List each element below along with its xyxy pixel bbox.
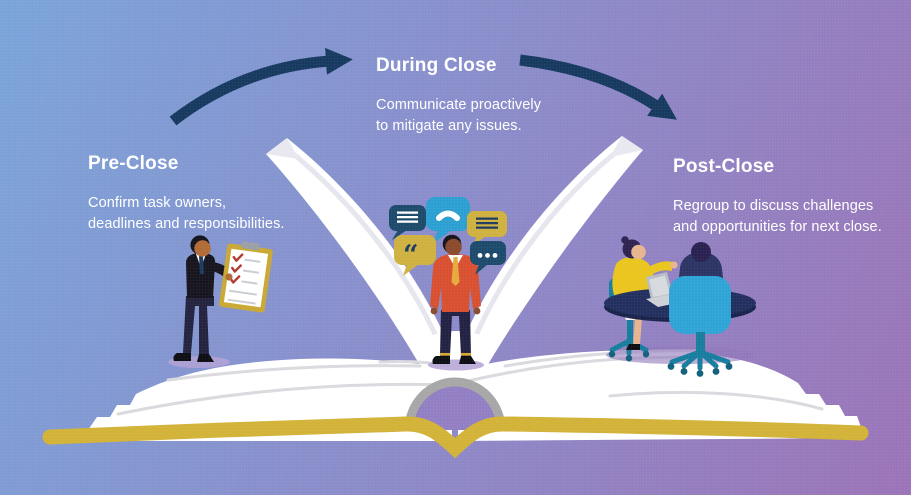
- face: [445, 238, 462, 256]
- speech-bubble-chat-lines-2: [467, 211, 507, 246]
- phase-post-close-description: Regroup to discuss challenges and opport…: [673, 198, 882, 235]
- bubble-tail: [475, 264, 488, 275]
- chair-wheels: [667, 363, 733, 377]
- hair: [691, 242, 711, 262]
- hand: [670, 261, 678, 269]
- chair-base: [669, 349, 731, 371]
- phase-during-close: During Close Communicate proactively to …: [376, 55, 596, 137]
- office-chair-right: [667, 276, 733, 377]
- hand: [225, 273, 233, 281]
- shoe: [626, 344, 640, 350]
- phase-post-close: Post-Close Regroup to discuss challenges…: [673, 156, 911, 238]
- chair-wheels: [608, 351, 650, 362]
- phone-icon: [436, 210, 460, 221]
- laptop-lid-face: [649, 275, 670, 297]
- tie: [199, 256, 204, 274]
- legs: [633, 318, 642, 344]
- trousers: [183, 296, 214, 354]
- ankle-band: [461, 353, 471, 356]
- phase-pre-close-description: Confirm task owners, deadlines and respo…: [88, 195, 285, 232]
- speech-bubbles: “: [389, 197, 507, 276]
- curved-arrow-during-to-post: [519, 54, 678, 120]
- spine-arch-opening: [409, 382, 501, 430]
- spine-arch: [404, 377, 506, 431]
- during-close-person-illustration: [428, 234, 484, 371]
- phase-during-close-description: Communicate proactively to mitigate any …: [376, 97, 542, 134]
- page-sheet-lines: [116, 349, 824, 416]
- face: [631, 244, 646, 260]
- phase-during-close-title: During Close: [376, 55, 497, 76]
- tie: [451, 257, 460, 286]
- chair-back: [669, 276, 731, 334]
- bubble-tail: [392, 230, 407, 240]
- chair-stem: [627, 314, 633, 344]
- bubble-body: [394, 235, 436, 265]
- phase-pre-close-title: Pre-Close: [88, 153, 179, 174]
- flow-arrows: [169, 47, 678, 126]
- checklist-lines: [227, 258, 261, 305]
- chat-lines-icon: [397, 211, 418, 223]
- page-flap-left: [266, 138, 463, 394]
- hair-bun: [621, 236, 629, 244]
- bubble-body: [470, 241, 506, 265]
- hand: [430, 307, 438, 315]
- trousers: [440, 310, 471, 356]
- gold-cover-edge: [42, 416, 869, 459]
- bubble-tail: [403, 264, 419, 276]
- checkmark-icon: [229, 253, 244, 284]
- clipboard-paper: [223, 248, 269, 308]
- arm: [644, 261, 672, 278]
- phase-pre-close: Pre-Close Confirm task owners, deadlines…: [88, 153, 328, 235]
- suit-jacket: [186, 253, 216, 298]
- speech-bubble-phone: [426, 197, 470, 243]
- page-flap-right: [447, 136, 643, 392]
- chat-lines-icon: [476, 217, 498, 229]
- shoes: [173, 353, 214, 362]
- face: [194, 240, 211, 257]
- open-book: [42, 136, 869, 459]
- ellipsis-icon: [477, 253, 498, 258]
- speech-bubble-quote: “: [394, 235, 436, 276]
- page-flap-right-fold: [610, 136, 643, 157]
- curved-arrow-pre-to-during: [169, 47, 353, 126]
- laptop-icon: [646, 272, 687, 307]
- quote-icon: “: [403, 240, 419, 271]
- bubble-tail: [433, 230, 452, 243]
- chair-stem: [696, 332, 705, 354]
- checklist-clipboard-icon: [219, 241, 273, 313]
- phase-post-close-title: Post-Close: [673, 156, 775, 177]
- page-flap-left-fold: [266, 138, 299, 159]
- shoes: [432, 356, 476, 364]
- speech-bubble-chat-lines: [389, 205, 426, 240]
- pre-close-person-illustration: [168, 235, 273, 368]
- ankle-band: [440, 353, 450, 356]
- speech-bubble-ellipsis: [470, 241, 506, 275]
- clipboard-clip: [241, 241, 260, 251]
- hand: [473, 307, 481, 315]
- post-close-meeting-illustration: [604, 236, 756, 377]
